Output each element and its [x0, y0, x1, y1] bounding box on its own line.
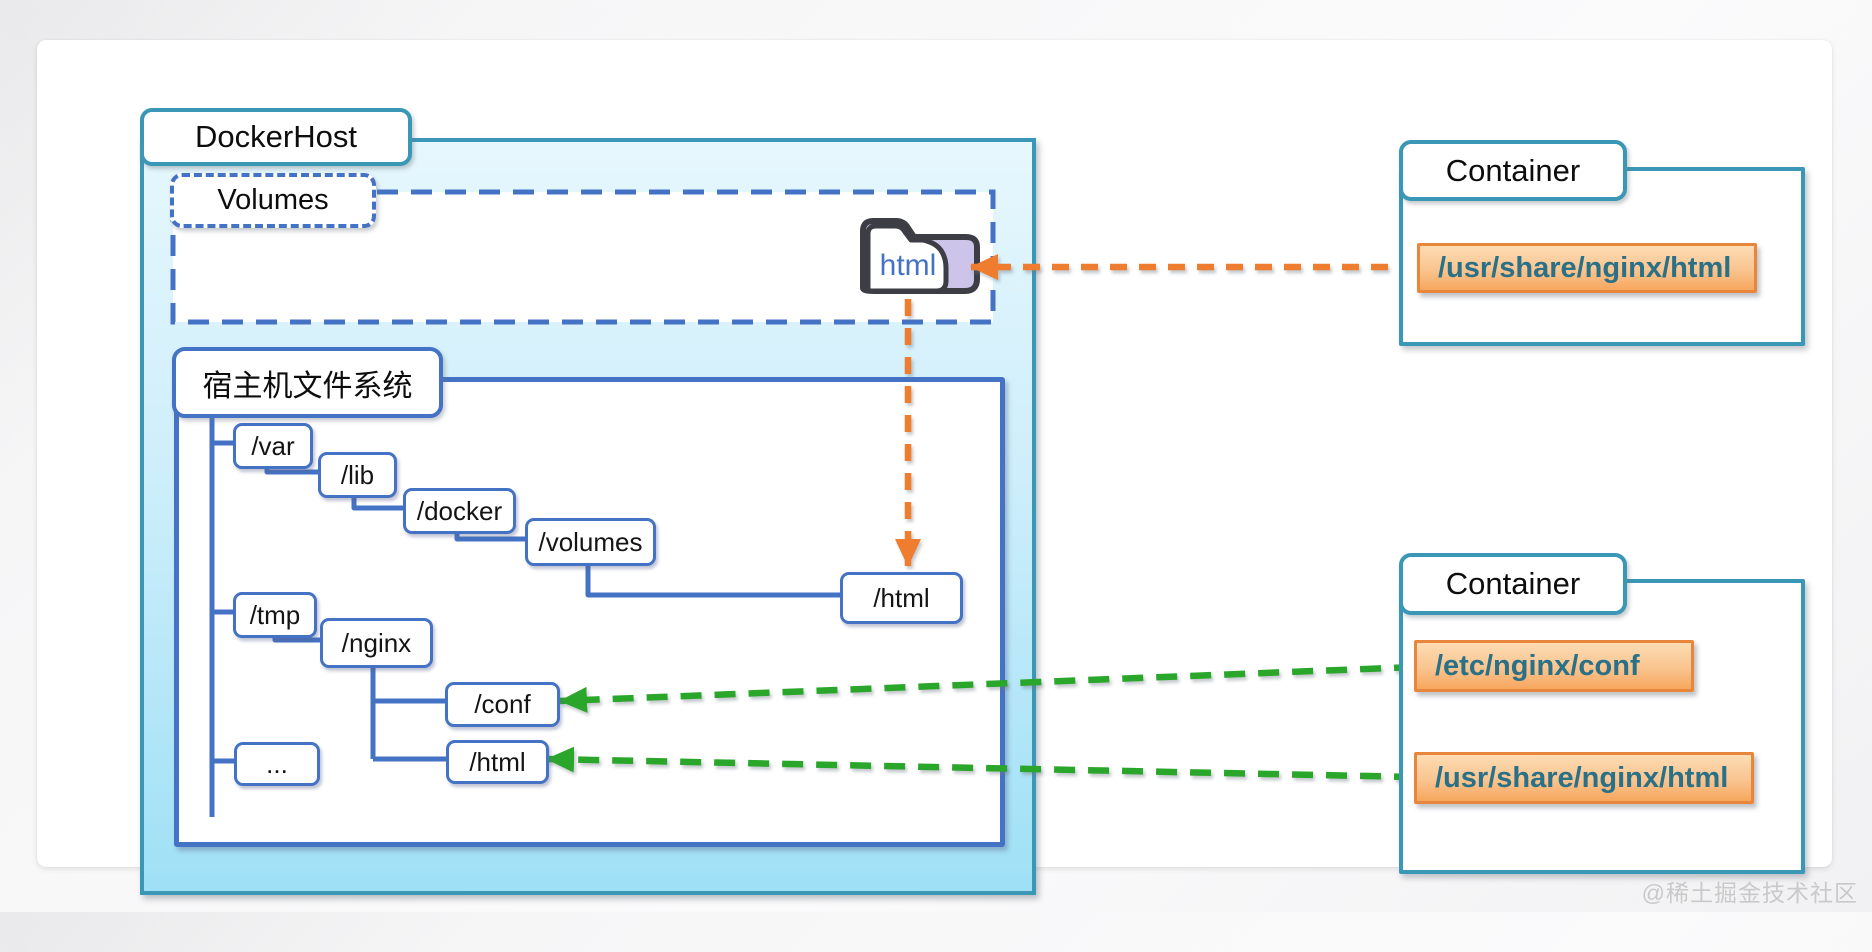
volumes-title: Volumes	[217, 184, 329, 216]
tree-node-volumes-html: /html	[840, 572, 963, 624]
tree-node-docker: /docker	[403, 488, 516, 534]
tree-node-nginx-html: /html	[446, 740, 549, 784]
volume-folder-name: html	[879, 249, 937, 282]
container-2-path-etc-nginx-conf: /etc/nginx/conf	[1414, 640, 1694, 692]
volumes-label: Volumes	[170, 173, 376, 228]
container-2-label: Container	[1399, 553, 1627, 615]
tree-node-nginx: /nginx	[320, 618, 433, 668]
dockerhost-title: DockerHost	[195, 119, 357, 154]
container-2-title: Container	[1445, 566, 1581, 601]
tree-node-volumes: /volumes	[525, 518, 656, 566]
filesystem-title: 宿主机文件系统	[202, 369, 413, 403]
watermark: @稀土掘金技术社区	[1641, 880, 1858, 906]
tree-node-tmp: /tmp	[233, 592, 317, 638]
container-2-box	[1399, 579, 1805, 874]
filesystem-label: 宿主机文件系统	[172, 347, 443, 418]
dockerhost-label: DockerHost	[140, 108, 412, 166]
tree-node-var: /var	[233, 423, 313, 469]
tree-node-conf: /conf	[445, 682, 560, 727]
tree-node-lib: /lib	[318, 452, 397, 498]
tree-connectors	[209, 410, 840, 817]
container-1-label: Container	[1399, 140, 1627, 201]
container-1-path-usr-share-nginx-html: /usr/share/nginx/html	[1417, 243, 1757, 293]
green-mapping-arrows	[546, 663, 1416, 781]
orange-mapping-arrows	[895, 254, 1417, 567]
folder-icon	[860, 218, 980, 294]
container-2-path-usr-share-nginx-html: /usr/share/nginx/html	[1414, 752, 1754, 804]
container-1-title: Container	[1445, 152, 1581, 188]
diagram-card: DockerHost Volumes 宿主机文件系统 html /var /li…	[37, 40, 1832, 895]
tree-node-ellipsis: ...	[234, 742, 320, 786]
